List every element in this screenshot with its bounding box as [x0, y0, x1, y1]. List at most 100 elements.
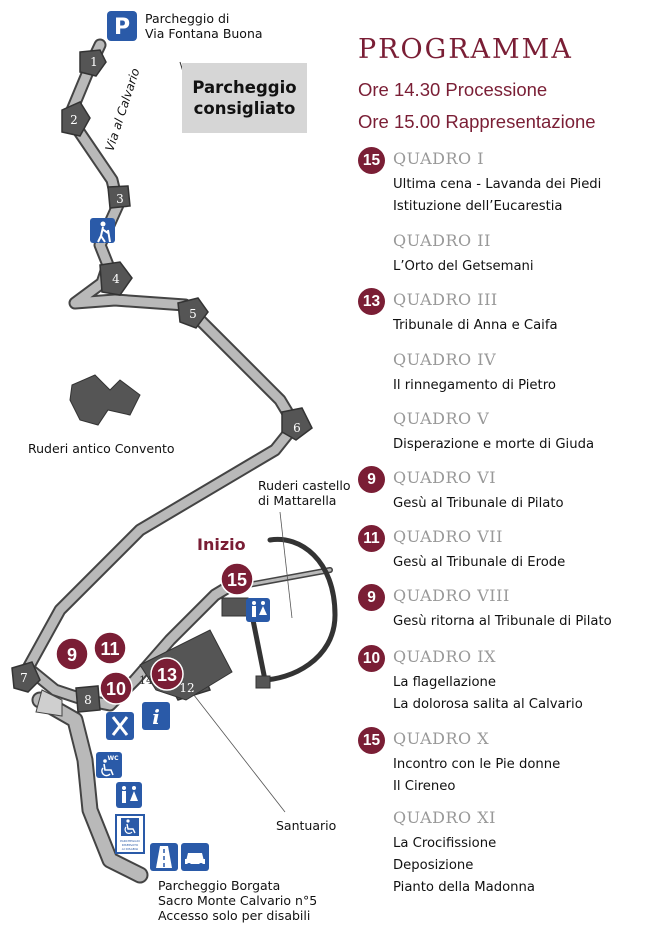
- parking-top-line1: Parcheggio di: [145, 11, 230, 26]
- restaurant-icon: [106, 712, 134, 740]
- svg-text:WC: WC: [107, 755, 119, 762]
- svg-text:PARCHEGGIO: PARCHEGGIO: [120, 839, 140, 843]
- quadro-line: Il rinnegamento di Pietro: [393, 378, 556, 393]
- quadro-lines: Gesù al Tribunale di Erode: [393, 552, 565, 574]
- hiker-icon: [90, 218, 115, 243]
- svg-text:9: 9: [67, 645, 77, 665]
- castle-ruins-line1: Ruderi castello: [258, 478, 351, 493]
- quadro-title: QUADRO VII: [393, 527, 503, 546]
- quadro-title: QUADRO I: [393, 149, 485, 168]
- map-badge-11: [93, 631, 127, 665]
- quadro-line: La flagellazione: [393, 675, 497, 690]
- restroom-icon-2: [116, 782, 142, 808]
- recommended-line1: Parcheggio: [192, 78, 297, 97]
- map-badge-10: [99, 671, 133, 705]
- svg-text:AI DISABILI: AI DISABILI: [122, 847, 139, 851]
- station-2: 2: [70, 113, 78, 127]
- road-icon: [150, 843, 178, 871]
- map-badge-9: [55, 637, 89, 671]
- quadro-line: Disperazione e morte di Giuda: [393, 437, 595, 452]
- time-rappresentazione: Ore 15.00 Rappresentazione: [358, 111, 596, 132]
- quadro-lines: Gesù al Tribunale di Pilato: [393, 493, 564, 515]
- quadro-line: L’Orto del Getsemani: [393, 259, 534, 274]
- station-7: 7: [20, 671, 28, 685]
- castle-ruins-label: Ruderi castello di Mattarella: [258, 478, 351, 508]
- parking-bottom-line3: Accesso solo per disabili: [158, 908, 311, 923]
- quadro-lines: La flagellazione La dolorosa salita al Ca…: [393, 672, 583, 716]
- car-icon: [181, 843, 209, 871]
- quadro-badge: 10: [358, 645, 385, 672]
- quadro-badge: 15: [358, 727, 385, 754]
- parking-top-line2: Via Fontana Buona: [145, 26, 263, 41]
- quadro-line: Tribunale di Anna e Caifa: [393, 318, 558, 333]
- quadro-line: Deposizione: [393, 858, 474, 873]
- svg-text:10: 10: [106, 679, 126, 699]
- convent-ruins-label: Ruderi antico Convento: [28, 441, 175, 456]
- recommended-parking-box: Parcheggio consigliato: [182, 63, 307, 133]
- quadro-title: QUADRO VI: [393, 468, 497, 487]
- quadro-line: Il Cireneo: [393, 779, 456, 794]
- quadro-title: QUADRO XI: [393, 808, 496, 827]
- disabled-parking-icon: PARCHEGGIO RISERVATO AI DISABILI: [115, 814, 145, 854]
- parking-bottom-line1: Parcheggio Borgata: [158, 878, 281, 893]
- map-badge-15: [220, 562, 254, 596]
- quadro-title: QUADRO IV: [393, 350, 497, 369]
- quadro-badge: 9: [358, 466, 385, 493]
- station-8: 8: [84, 693, 92, 707]
- quadro-lines: Gesù ritorna al Tribunale di Pilato: [393, 611, 612, 633]
- quadro-line: La Crocifissione: [393, 836, 497, 851]
- quadro-badge: 13: [358, 288, 385, 315]
- quadro-lines: L’Orto del Getsemani: [393, 256, 534, 278]
- quadro-line: Gesù al Tribunale di Erode: [393, 555, 566, 570]
- quadro-lines: Disperazione e morte di Giuda: [393, 434, 594, 456]
- station-1: 1: [90, 55, 98, 69]
- quadro-line: La dolorosa salita al Calvario: [393, 697, 583, 712]
- quadro-line: Gesù al Tribunale di Pilato: [393, 496, 564, 511]
- quadro-title: QUADRO V: [393, 409, 490, 428]
- quadro-title: QUADRO IX: [393, 647, 496, 666]
- programme-title: PROGRAMMA: [358, 34, 573, 65]
- quadro-line: Pianto della Madonna: [393, 880, 535, 895]
- quadro-badge: 9: [358, 584, 385, 611]
- quadro-badge: 15: [358, 147, 385, 174]
- recommended-line2: consigliato: [193, 99, 296, 118]
- quadro-title: QUADRO III: [393, 290, 498, 309]
- quadro-lines: Tribunale di Anna e Caifa: [393, 315, 558, 337]
- parking-top-sign: P: [107, 11, 137, 41]
- convent-ruins: [69, 374, 141, 426]
- street-label: Via al Calvario: [103, 66, 143, 152]
- parking-bottom-line2: Sacro Monte Calvario n°5: [158, 893, 318, 908]
- station-6: 6: [293, 421, 301, 435]
- quadro-title: QUADRO II: [393, 231, 491, 250]
- castle-ruins-line2: di Mattarella: [258, 493, 337, 508]
- parking-bottom-label: Parcheggio Borgata Sacro Monte Calvario …: [158, 878, 317, 923]
- quadro-badge: 11: [358, 525, 385, 552]
- svg-text:i: i: [152, 705, 160, 729]
- quadro-line: Gesù ritorna al Tribunale di Pilato: [393, 614, 612, 629]
- quadro-line: Istituzione dell’Eucarestia: [393, 199, 563, 214]
- map-badges: 15 9 11 13 10: [55, 562, 254, 705]
- station-5: 5: [189, 307, 197, 321]
- svg-text:13: 13: [157, 665, 177, 685]
- svg-text:15: 15: [227, 570, 247, 590]
- map-badge-13: [150, 657, 184, 691]
- santuario-label: Santuario: [276, 818, 337, 833]
- svg-text:11: 11: [100, 639, 119, 659]
- start-label: Inizio: [197, 535, 246, 554]
- svg-text:RISERVATO: RISERVATO: [122, 843, 139, 847]
- quadro-line: Ultima cena - Lavanda dei Piedi: [393, 177, 602, 192]
- info-icon: i: [142, 702, 170, 730]
- quadro-title: QUADRO VIII: [393, 586, 510, 605]
- route-path: [21, 38, 338, 884]
- quadro-line: Incontro con le Pie donne: [393, 757, 561, 772]
- station-14: 14: [139, 674, 153, 687]
- quadro-title: QUADRO X: [393, 729, 490, 748]
- time-processione: Ore 14.30 Processione: [358, 79, 548, 100]
- quadro-lines: Incontro con le Pie donne Il Cireneo: [393, 754, 560, 798]
- station-3: 3: [116, 192, 124, 206]
- restroom-icon: [246, 598, 270, 622]
- wc-accessible-icon: WC: [96, 752, 122, 778]
